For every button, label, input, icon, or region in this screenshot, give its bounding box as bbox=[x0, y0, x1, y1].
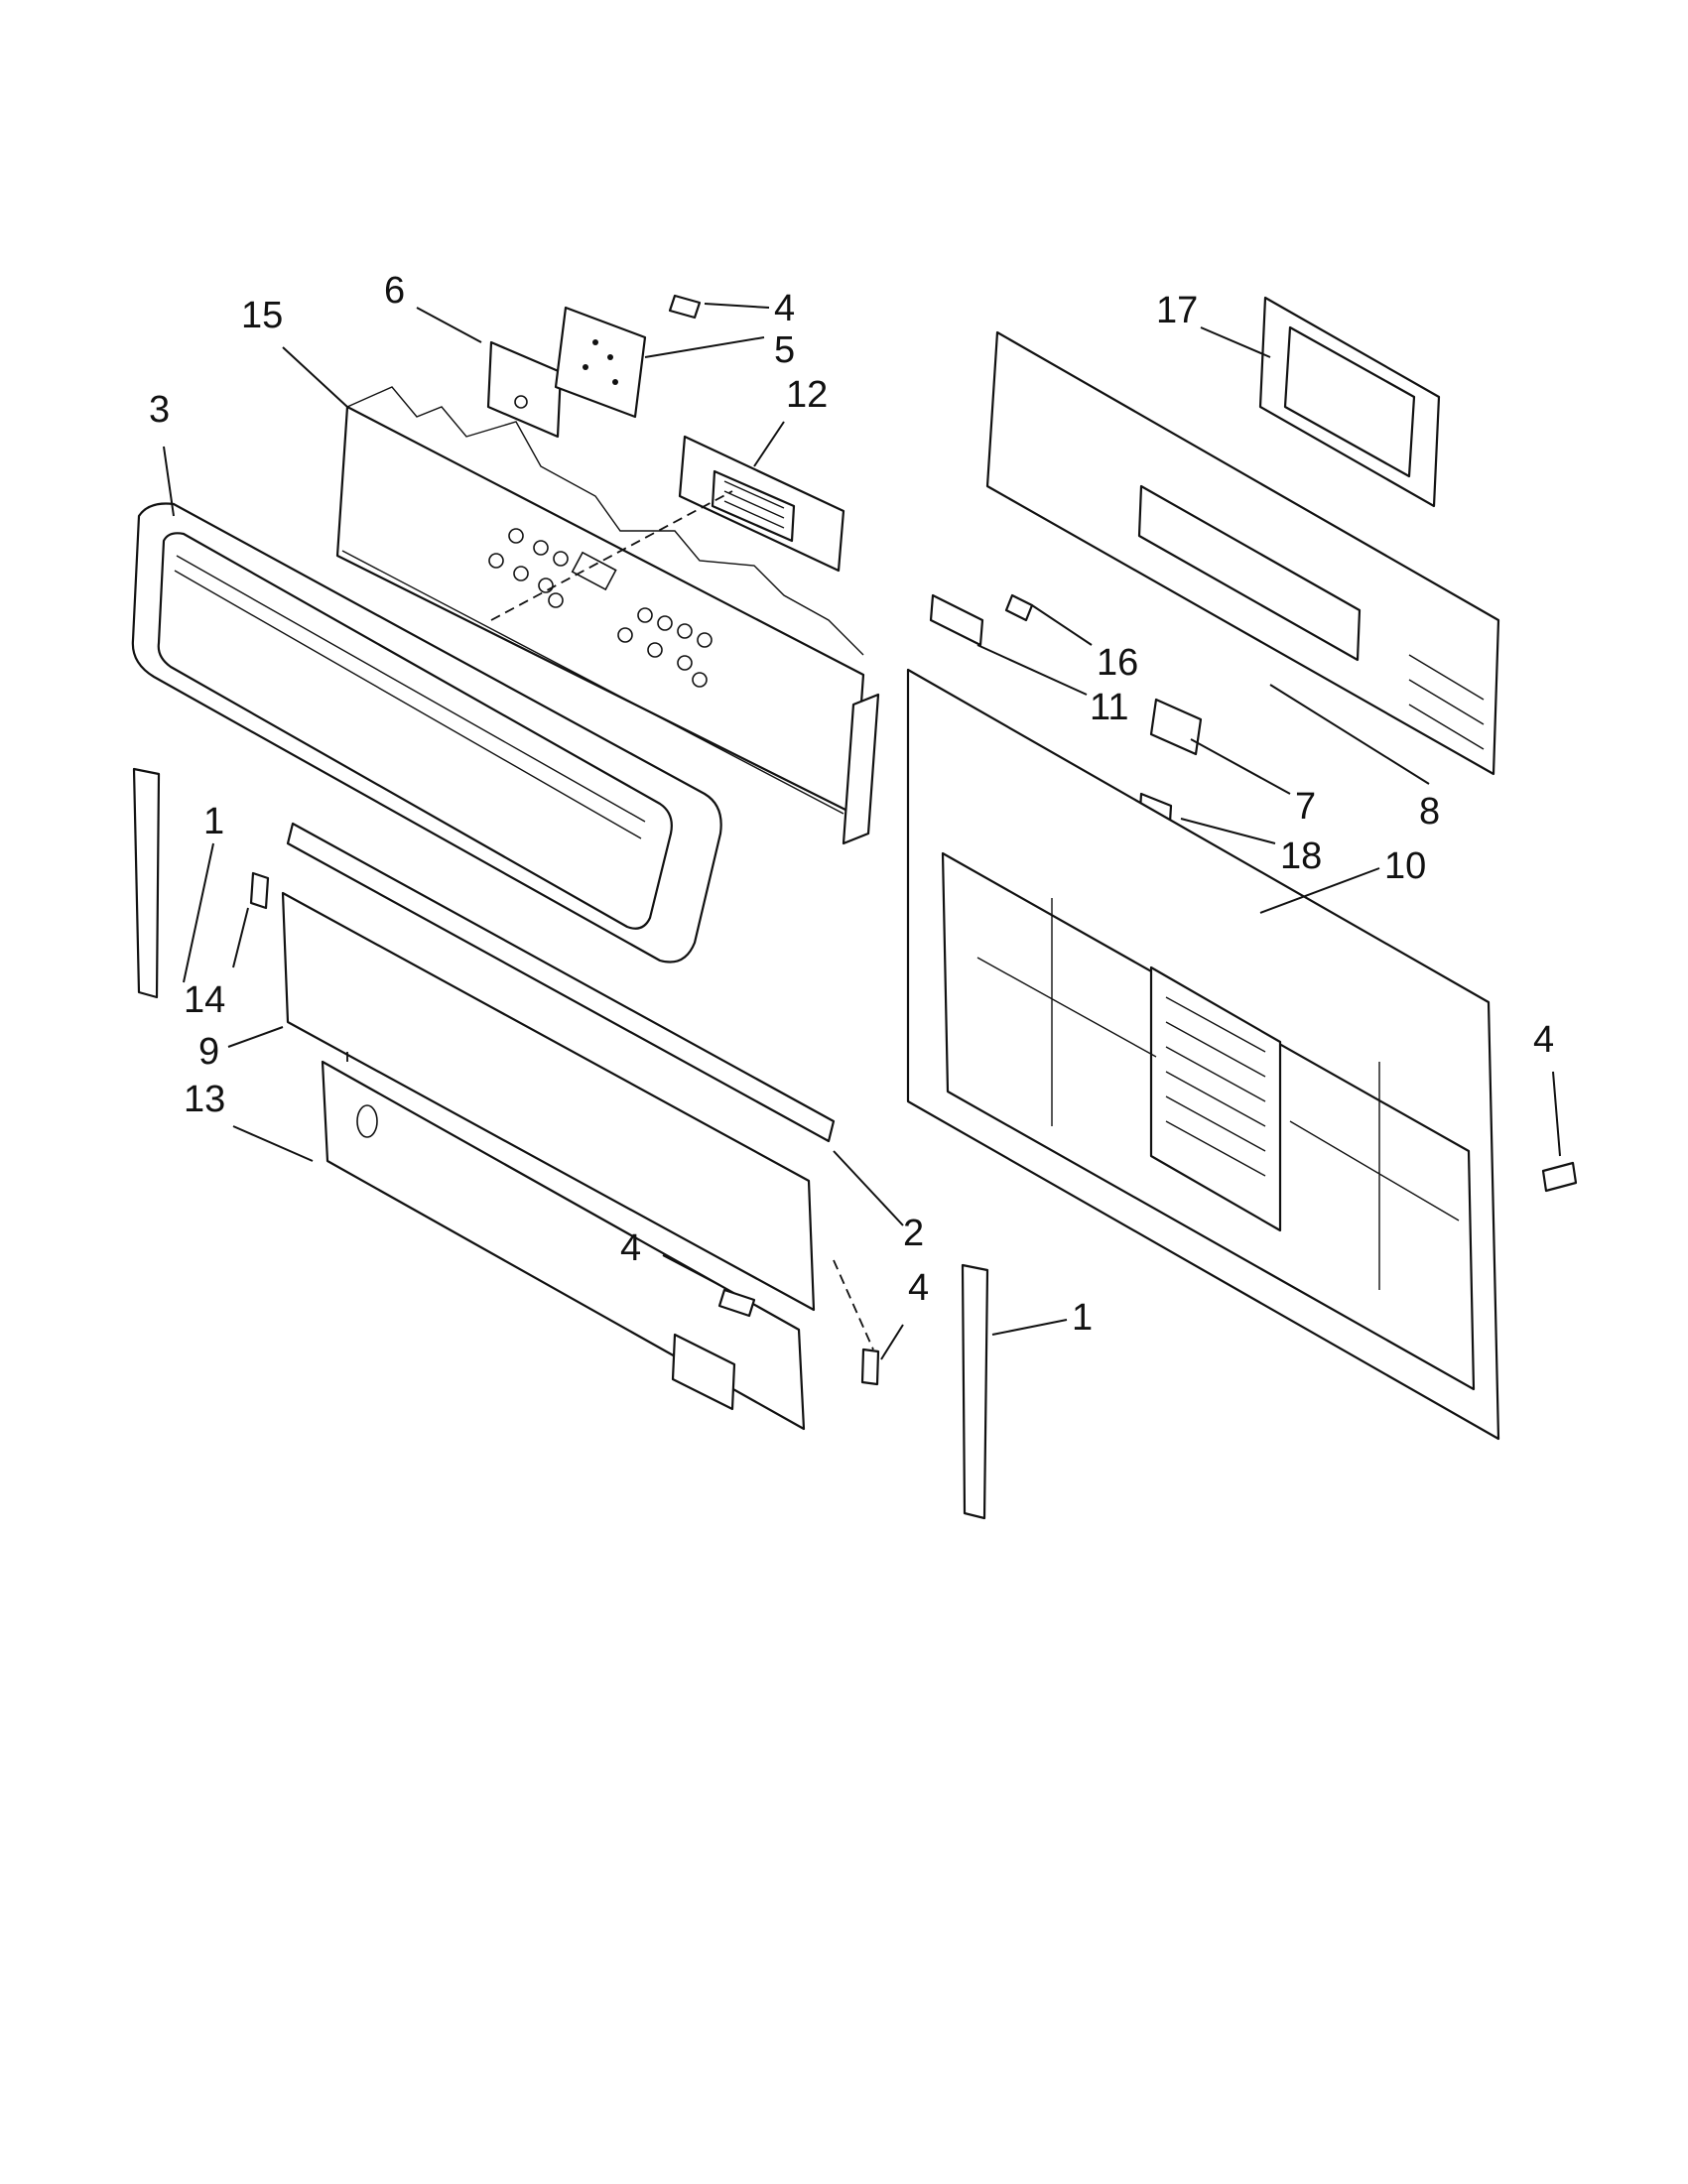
callout-4-right: 4 bbox=[1533, 1019, 1554, 1061]
part-17-duct bbox=[1258, 296, 1441, 508]
callout-17: 17 bbox=[1156, 290, 1198, 331]
callout-16: 16 bbox=[1097, 642, 1138, 684]
callout-3: 3 bbox=[149, 389, 170, 431]
part-16-screw bbox=[1004, 593, 1034, 622]
part-6-bracket bbox=[486, 340, 563, 439]
leader-lines bbox=[163, 303, 1561, 1360]
part-2-rail bbox=[286, 822, 836, 1143]
callout-7: 7 bbox=[1295, 786, 1316, 828]
part-10-rear-panel bbox=[906, 668, 1500, 1441]
part-12-control-board bbox=[678, 435, 845, 573]
part-4-screws bbox=[668, 294, 1578, 1386]
callout-10: 10 bbox=[1384, 845, 1426, 887]
part-14-screw bbox=[249, 871, 270, 910]
callout-18: 18 bbox=[1280, 835, 1322, 877]
callout-9: 9 bbox=[198, 1031, 219, 1073]
part-13-lower-cover bbox=[321, 1060, 806, 1431]
callout-14: 14 bbox=[184, 979, 225, 1021]
part-3-trim-frame bbox=[131, 502, 722, 964]
callout-12: 12 bbox=[786, 374, 828, 416]
callout-4-top: 4 bbox=[774, 288, 795, 329]
callout-8: 8 bbox=[1419, 791, 1440, 833]
part-15-control-panel bbox=[335, 386, 880, 845]
callout-13: 13 bbox=[184, 1079, 225, 1120]
part-7-terminal-block bbox=[1149, 698, 1203, 756]
callout-11: 11 bbox=[1090, 687, 1128, 728]
callout-4-lower: 4 bbox=[908, 1267, 929, 1309]
callout-1-right: 1 bbox=[1072, 1297, 1093, 1339]
part-11-clip bbox=[929, 593, 984, 647]
callout-15: 15 bbox=[241, 295, 283, 336]
callout-5: 5 bbox=[774, 329, 795, 371]
part-5-board bbox=[554, 306, 647, 419]
part-1-side-bracket-left bbox=[132, 767, 161, 999]
callout-4-middle: 4 bbox=[620, 1227, 641, 1269]
callout-2: 2 bbox=[903, 1213, 924, 1254]
callout-labels: 6 4 5 15 12 3 17 16 11 7 8 18 10 1 14 9 … bbox=[149, 270, 1554, 1339]
callout-1-left: 1 bbox=[203, 801, 224, 842]
part-9-lower-panel bbox=[281, 891, 816, 1312]
part-1-side-bracket-right bbox=[961, 1263, 989, 1520]
callout-6: 6 bbox=[384, 270, 405, 312]
part-8-rear-shield bbox=[985, 330, 1500, 776]
